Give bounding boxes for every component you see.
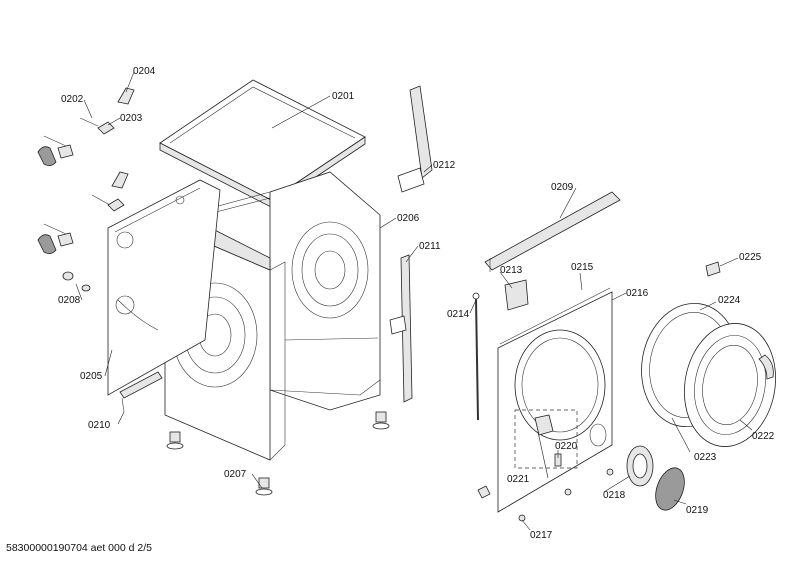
leader-lines: [75, 71, 753, 531]
label-0202: 0202: [61, 94, 84, 105]
cover-0219-part: [655, 467, 685, 511]
label-0210: 0210: [88, 420, 111, 431]
bracket-0212-part: [397, 85, 433, 193]
front-panel-part: [477, 287, 614, 513]
label-0220: 0220: [555, 441, 578, 452]
label-0218: 0218: [603, 490, 626, 501]
hinge-0218-part: [626, 445, 654, 487]
label-0225: 0225: [739, 252, 762, 263]
label-0211: 0211: [419, 241, 441, 252]
bracket-0211-part: [389, 254, 413, 403]
part-labels: 0201 0202 0203 0204 0205 0206 0207 0208 …: [58, 66, 775, 541]
label-0214: 0214: [447, 309, 470, 320]
label-0207: 0207: [224, 469, 247, 480]
foot-part: [166, 411, 390, 496]
diagram-code: 58300000190704 aet 000 d 2/5: [6, 542, 152, 554]
label-0212: 0212: [433, 160, 456, 171]
label-0215: 0215: [571, 262, 594, 273]
clip-0225-part: [705, 261, 721, 277]
latch-0213-part: [504, 279, 529, 311]
rod-0214-part: [472, 292, 480, 421]
label-0216: 0216: [626, 288, 649, 299]
label-0205: 0205: [80, 371, 103, 382]
label-0206: 0206: [397, 213, 420, 224]
label-0224: 0224: [718, 295, 741, 306]
door-frame-0222-part: [683, 323, 777, 447]
label-0219: 0219: [686, 505, 709, 516]
bracket-0210-part: [119, 371, 163, 413]
screw-0217-part: [518, 514, 526, 522]
side-panel-part: [107, 179, 221, 396]
clamp-parts: [37, 87, 135, 292]
label-0213: 0213: [500, 265, 523, 276]
label-0221: 0221: [507, 474, 530, 485]
label-0222: 0222: [752, 431, 775, 442]
label-0209: 0209: [551, 182, 574, 193]
label-0217: 0217: [530, 530, 553, 541]
label-0223: 0223: [694, 452, 717, 463]
label-0204: 0204: [133, 66, 156, 77]
cross-rail-0209-part: [484, 191, 621, 272]
label-0203: 0203: [120, 113, 143, 124]
label-0208: 0208: [58, 295, 81, 306]
label-0201: 0201: [332, 91, 355, 102]
